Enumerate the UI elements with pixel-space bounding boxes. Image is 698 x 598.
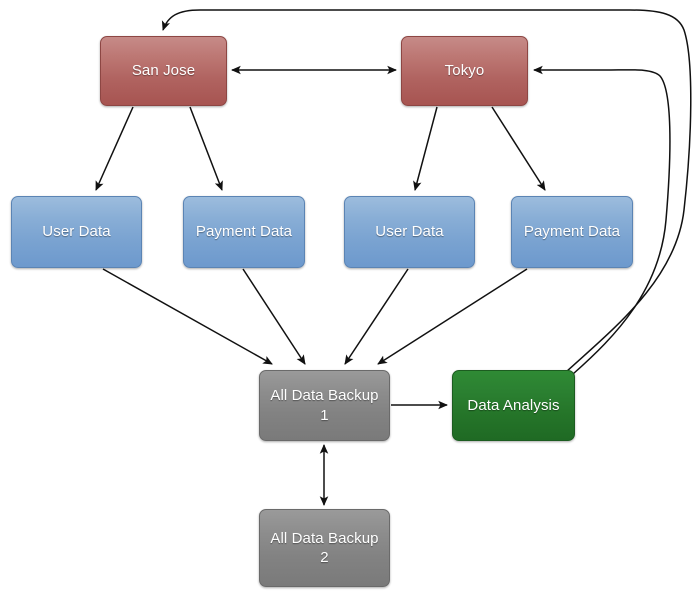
node-label: Payment Data — [195, 223, 293, 241]
node-tokyo[interactable]: Tokyo — [401, 36, 528, 106]
node-label: Tokyo — [444, 62, 485, 80]
node-label: All Data Backup 1 — [270, 387, 379, 424]
node-data-analysis[interactable]: Data Analysis — [452, 370, 575, 441]
edge-sanjose-userdata — [95, 106, 134, 191]
edge-tokyo-paymentdata — [491, 106, 546, 191]
node-label: All Data Backup 2 — [270, 529, 379, 566]
node-user-data-tokyo[interactable]: User Data — [344, 196, 475, 268]
node-user-data-san-jose[interactable]: User Data — [11, 196, 142, 268]
edge-paymentdata-tk-backup1 — [377, 268, 528, 365]
edge-userdata-sj-backup1 — [102, 268, 273, 365]
node-label: User Data — [42, 223, 111, 241]
node-payment-data-tokyo[interactable]: Payment Data — [511, 196, 633, 268]
node-label: San Jose — [131, 62, 196, 80]
edge-sanjose-paymentdata — [189, 106, 223, 191]
edge-userdata-tk-backup1 — [344, 268, 409, 365]
node-label: User Data — [375, 223, 444, 241]
edge-tokyo-userdata — [413, 106, 438, 191]
node-label: Payment Data — [523, 223, 621, 241]
edge-paymentdata-sj-backup1 — [242, 268, 306, 365]
node-san-jose[interactable]: San Jose — [100, 36, 227, 106]
node-label: Data Analysis — [467, 396, 560, 414]
node-all-data-backup-1[interactable]: All Data Backup 1 — [259, 370, 390, 441]
node-payment-data-san-jose[interactable]: Payment Data — [183, 196, 305, 268]
node-all-data-backup-2[interactable]: All Data Backup 2 — [259, 509, 390, 587]
